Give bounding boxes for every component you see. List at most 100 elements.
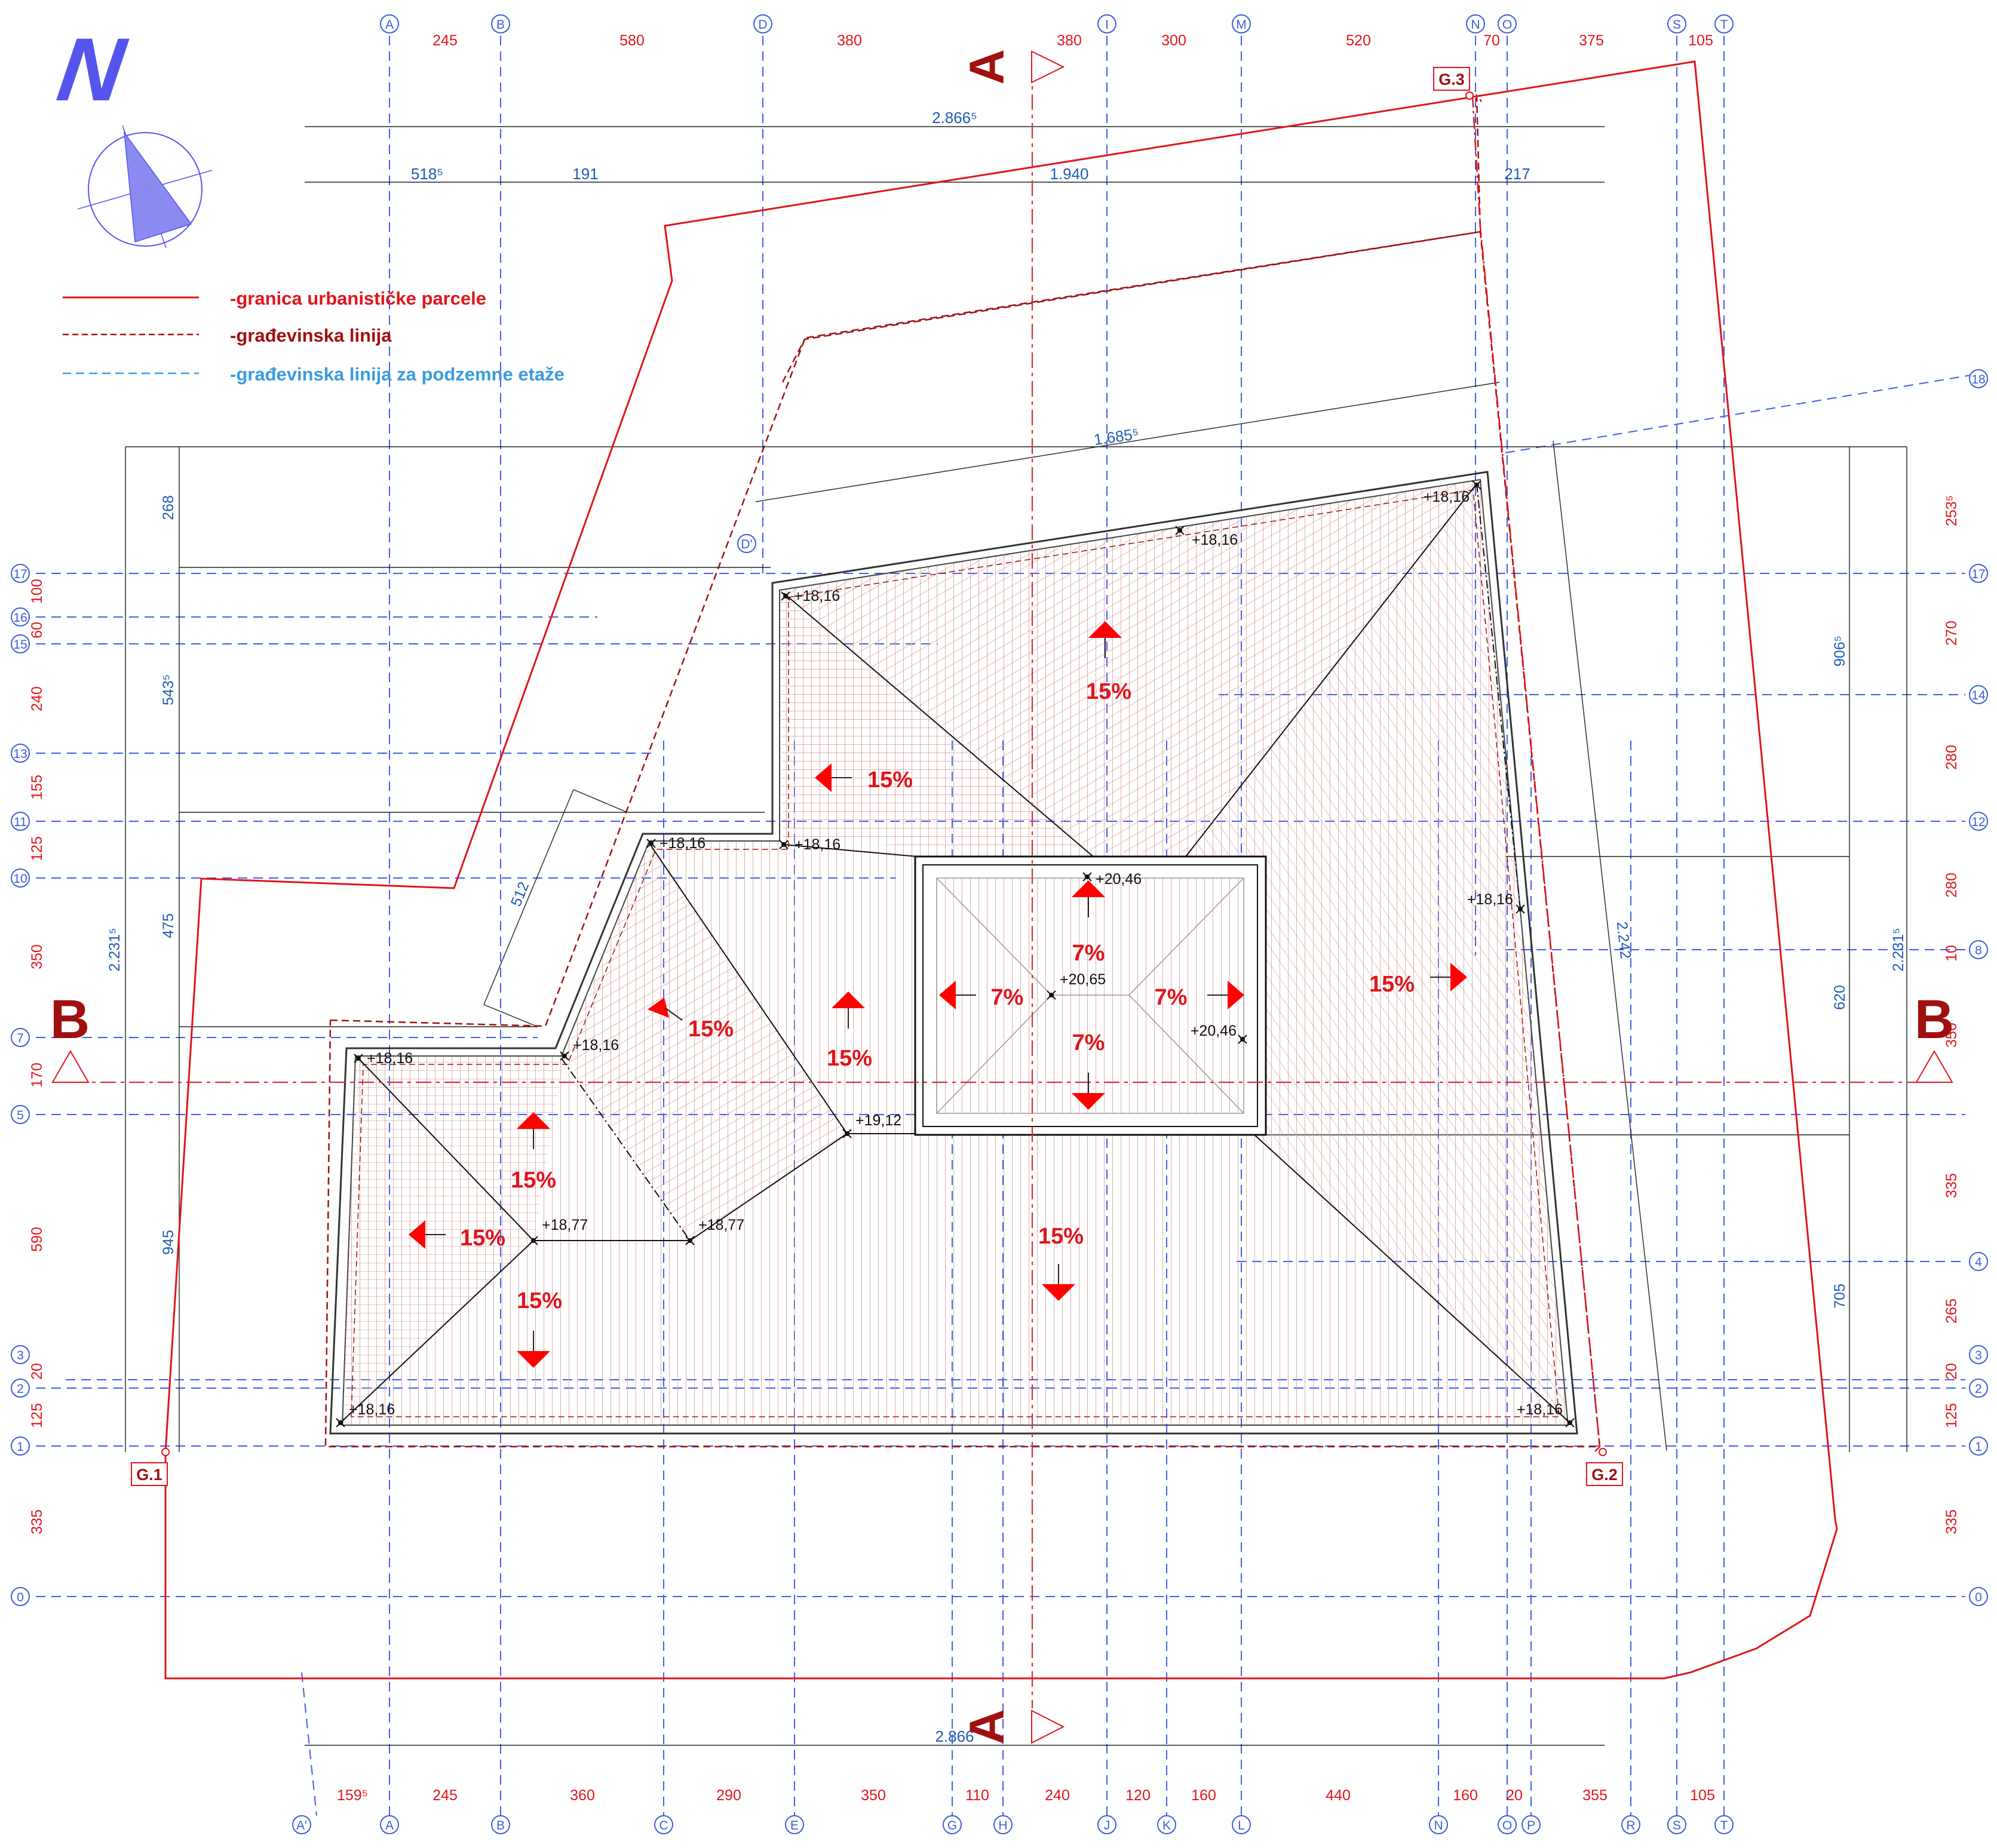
dim-right-6: 335 [1943,1173,1960,1198]
slope-arrow: 7% [1072,1030,1105,1110]
dim-overall-top: 2.866⁵ [932,109,977,127]
dim-right-inner-0: 906⁵ [1832,636,1848,667]
elevation-point: +18,16 [1467,891,1525,914]
dim-bottom-9: 440 [1326,1787,1351,1804]
axis-top-7: S [1667,14,1686,33]
axis-bottom-5-label: G [947,1819,957,1832]
axis-bottom-10: N [1429,1815,1448,1834]
elevation-point: +18,16 [336,1401,395,1428]
axis-bottom-11: O [1498,1815,1517,1834]
dim-diag-2242: 2.242 [1613,921,1634,960]
dim-right-inner-2: 705 [1832,1284,1848,1309]
axis-left-10: 1 [11,1436,30,1456]
axis-bottom-15: T [1714,1815,1734,1834]
corner-label: G.2 [1591,1466,1618,1484]
dim-bottom-8: 160 [1191,1787,1216,1804]
dim-top-6: 70 [1483,32,1500,49]
dim-right-7: 265 [1943,1298,1960,1324]
dim-bottom-6: 240 [1045,1787,1070,1804]
axis-right-6: 3 [1969,1345,1988,1364]
elevation-point: +18,16 [781,588,840,604]
elevation-label: +18,16 [659,835,705,852]
slope-label: 15% [867,768,913,793]
dim-bottom-12: 355 [1582,1787,1608,1804]
dim-bottom-10: 160 [1453,1787,1478,1804]
dim-bottom-4: 350 [861,1787,886,1804]
axis-d-prime-label: D' [741,538,752,551]
slope-arrow-head-icon [939,981,956,1009]
section-b-right-label: B [1915,989,1954,1050]
dim-left-4: 125 [29,836,45,861]
axis-top-3-label: I [1105,18,1109,32]
axis-right-3-label: 12 [1971,815,1985,829]
slope-arrow-head-icon [1228,981,1244,1009]
dim-left-0: 100 [29,579,45,604]
dim-left-5: 350 [29,944,45,969]
slope-arrow-head-icon [517,1112,550,1129]
axis-right-9: 0 [1969,1587,1988,1606]
elevation-point: +18,16 [779,836,840,853]
axis-right-9-label: 0 [1975,1591,1982,1604]
axis-bottom-0: A' [292,1815,311,1834]
corner-label: G.3 [1438,70,1465,88]
dim-left-outer: 2.231⁵ [106,928,123,972]
elevation-point: +20,46 [1191,1023,1247,1044]
legend: -granica urbanističke parcele -građevins… [63,288,565,385]
elevation-point: +19,12 [842,1112,901,1138]
dim-left-8: 20 [29,1363,45,1380]
dim-top-5: 520 [1346,32,1371,49]
section-lines [72,66,1927,1708]
dim-left-inner-2: 475 [160,913,177,938]
dim-top-7: 375 [1579,32,1604,49]
axis-right-6-label: 3 [1975,1349,1982,1362]
elevation-label: +20,46 [1191,1023,1237,1039]
axis-right-8-label: 1 [1975,1440,1982,1454]
axis-right-5-label: 4 [1975,1255,1982,1269]
dim-right-inner-1: 620 [1832,985,1848,1010]
slope-arrow: 7% [1155,981,1244,1010]
slope-arrow: 15% [517,1288,562,1368]
axis-left-10-label: 1 [17,1440,24,1454]
elevation-label: +18,16 [1192,532,1238,548]
dim-left-inner-3: 945 [160,1230,177,1255]
elevation-point: +18,16 [1424,480,1481,505]
section-b-left-label: B [50,989,90,1050]
elevation-point: +18,16 [560,1037,619,1061]
elevation-label: +18,16 [794,836,840,853]
axis-left-11-label: 0 [17,1591,24,1604]
axis-bottom-9-label: L [1238,1819,1245,1832]
slope-arrow: 15% [648,997,734,1042]
elevation-label: +18,16 [349,1401,395,1418]
slope-arrow: 7% [939,981,1023,1010]
slope-label: 7% [991,985,1024,1010]
dim-left-2: 240 [29,686,45,711]
axis-left-5-label: 10 [13,872,27,886]
dim-right-10: 335 [1943,1509,1960,1534]
dim-right-outer: 2.231⁵ [1890,928,1907,972]
slope-arrow-head-icon [1450,963,1467,991]
axis-bottom-9: L [1232,1815,1251,1834]
elevation-label: +18,77 [542,1217,588,1233]
axis-bottom-1-label: A [385,1819,394,1832]
corner-point: G.1 [131,1448,170,1486]
dimension-lines [125,126,1907,1746]
dim-top-3: 380 [1057,32,1082,49]
slope-label: 15% [1038,1224,1084,1249]
legend-building-line: -građevinska linija [230,325,392,346]
corner-point: G.2 [1586,1448,1623,1486]
slope-arrow-head-icon [1072,1093,1105,1110]
axis-right-0: 18 [1969,369,1988,388]
slope-label: 15% [1369,972,1415,997]
axis-top-5-label: N [1471,18,1480,32]
axis-bottom-0-label: A' [296,1819,307,1832]
axis-left-9: 2 [11,1379,30,1398]
dim-bottom-3: 290 [716,1787,741,1804]
building-line-north [781,93,1482,383]
axis-right-2-label: 14 [1971,689,1986,702]
elevation-label: +18,77 [698,1217,744,1233]
axis-top-0: A [380,14,399,33]
axis-left-8-label: 3 [17,1349,24,1362]
dim-bottom-13: 105 [1690,1787,1715,1804]
slope-arrow: 15% [1038,1224,1084,1301]
